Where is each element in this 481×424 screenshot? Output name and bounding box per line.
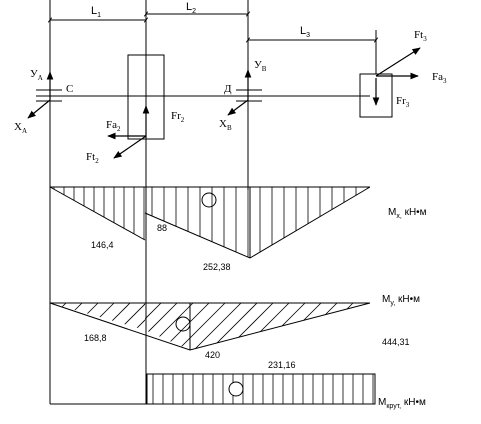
force-ft2-arrow [113, 135, 147, 159]
force-xa-label: ХA [14, 121, 27, 135]
force-xa-arrow [27, 99, 51, 119]
my-axis-label: My, кН•м [382, 294, 420, 307]
dimension-l2-label: L2 [186, 1, 196, 15]
hatch-line [175, 303, 226, 350]
mx-axis-label: Mx, кН•м [388, 207, 427, 220]
hatch-line [50, 303, 51, 330]
force-ft3-label: Ft3 [414, 29, 427, 43]
sign-circle [201, 192, 217, 208]
hatch-line [271, 303, 322, 350]
my-value-left: 168,8 [84, 333, 107, 343]
hatch-line [207, 303, 258, 350]
force-ft3-arrow [375, 47, 421, 77]
dimension-l1-label: L1 [91, 5, 101, 19]
hatch-line [145, 303, 194, 350]
torque-axis-label: Mкрут, кН•м [378, 397, 426, 410]
hatch-line [319, 303, 370, 350]
dimension-l3-label: L3 [300, 25, 310, 39]
force-fr3-label: Fr3 [396, 95, 410, 109]
hatch-line [52, 303, 83, 330]
mx-value-right: 252,38 [203, 262, 231, 272]
moment-diagram-torque [50, 373, 376, 405]
force-fa2-label: Fa2 [106, 119, 121, 133]
support-d [236, 89, 262, 102]
hatch-line [100, 303, 131, 330]
sign-circle [228, 381, 244, 397]
gear-2 [127, 54, 165, 140]
hatch-line [239, 303, 290, 350]
force-ft2-label: Ft2 [86, 151, 99, 165]
force-xb-arrow [227, 99, 249, 116]
force-xb-label: ХB [219, 118, 232, 132]
hatch-line [84, 303, 115, 330]
moment-diagram-my [49, 302, 371, 351]
gear-3 [359, 73, 393, 118]
mx-value-mid: 88 [157, 223, 167, 233]
hatch-line [159, 303, 210, 350]
my-value-right: 231,16 [268, 360, 296, 370]
force-ya-label: УA [30, 68, 43, 82]
hatch-line [145, 303, 162, 350]
hatch-line [223, 303, 274, 350]
hatch-line [145, 303, 178, 350]
my-value-mid: 420 [205, 350, 220, 360]
hatch-line [116, 303, 145, 330]
force-fr2-label: Fr2 [171, 110, 185, 124]
sign-circle [175, 316, 191, 332]
hatch-line [191, 303, 242, 350]
hatch-line [287, 303, 338, 350]
force-fa3-label: Fa3 [432, 71, 447, 85]
force-yb-label: УB [254, 59, 267, 73]
support-c-label: C [66, 83, 73, 95]
my-value-far: 444,31 [382, 337, 410, 347]
force-arrows [27, 47, 421, 159]
hatch-line [132, 303, 145, 330]
hatch-line [255, 303, 306, 350]
hatch-line [303, 303, 354, 350]
support-d-label: Д [224, 83, 232, 95]
dimension-lines [47, 0, 379, 404]
mx-value-left: 146,4 [91, 240, 114, 250]
